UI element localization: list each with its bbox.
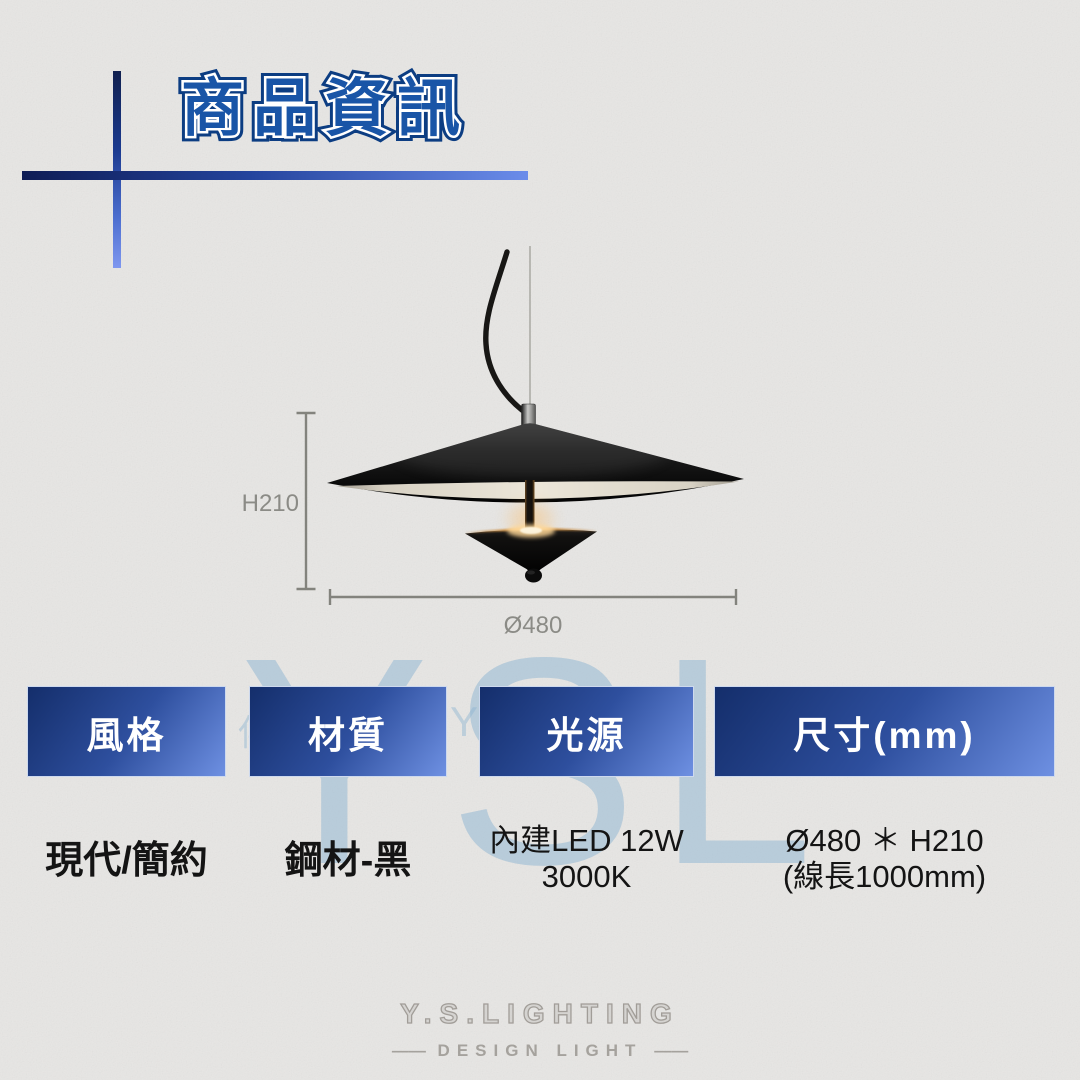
tagline-text: DESIGN LIGHT (437, 1041, 643, 1060)
accent-bar-horizontal (22, 171, 528, 180)
spec-header-size: 尺寸(mm) (714, 686, 1055, 777)
page-title: 商品資訊 商品資訊 商品資訊 (176, 72, 469, 146)
brand-tagline: —— DESIGN LIGHT —— (0, 1041, 1080, 1061)
power-cable (483, 249, 525, 413)
lamp-shade (327, 423, 744, 503)
height-label: H210 (242, 490, 299, 517)
diffuser-cone (465, 524, 597, 583)
brand-logo: Y.S.LIGHTING (400, 997, 680, 1029)
diameter-label: Ø480 (504, 612, 563, 639)
watermark-small-right: Y (450, 698, 479, 745)
accent-bar-vertical (113, 71, 121, 268)
spec-value-line: Ø480 ＊ H210 (785, 823, 984, 858)
tagline-right-dash: —— (654, 1041, 689, 1060)
spec-value-line: 鋼材-黑 (284, 840, 412, 882)
bottom-knob (525, 568, 542, 583)
product-image: H210 Ø480 (242, 246, 744, 639)
spec-value-size: Ø480 ＊ H210 (線長1000mm) (714, 823, 1055, 895)
diameter-dimension-line (328, 589, 738, 605)
spec-value-lightsource: 內建LED 12W 3000K (479, 823, 694, 895)
shade-inner-white (336, 481, 739, 499)
page-title-fill-layer: 商品資訊 (181, 74, 469, 144)
spec-header-material: 材質 (249, 686, 447, 777)
spec-header-lightsource: 光源 (479, 686, 694, 777)
spec-header-style: 風格 (27, 686, 226, 777)
center-rod (525, 480, 535, 557)
height-dimension-line (296, 411, 316, 591)
spec-value-line: 現代/簡約 (45, 840, 208, 882)
spec-value-line: 3000K (541, 859, 632, 894)
spec-value-style: 現代/簡約 (27, 842, 226, 880)
page-title-white-layer: 商品資訊 (179, 74, 469, 144)
spec-value-line: (線長1000mm) (782, 859, 987, 894)
spec-value-line: 內建LED 12W (489, 823, 684, 858)
spec-value-material: 鋼材-黑 (249, 842, 447, 880)
tagline-left-dash: —— (391, 1041, 426, 1060)
page-title-outline-layer: 商品資訊 (176, 72, 469, 146)
